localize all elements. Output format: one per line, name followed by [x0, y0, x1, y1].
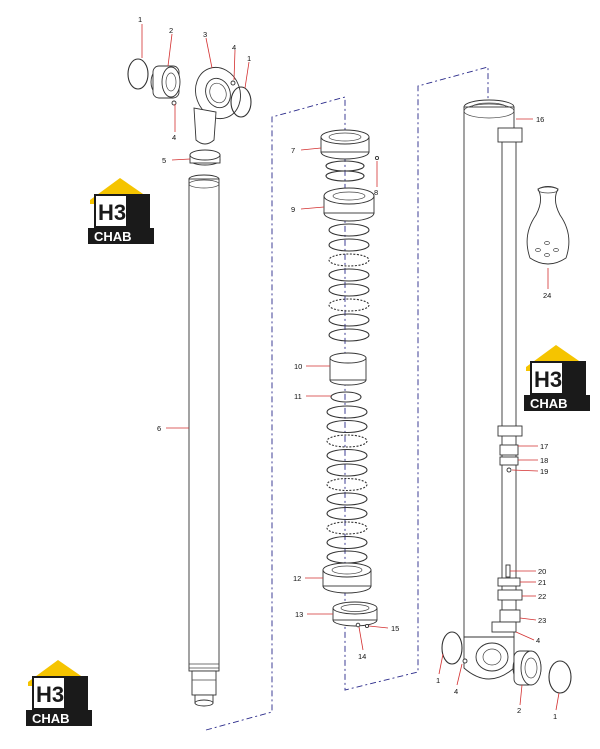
callout-2-top: 2 — [169, 26, 173, 35]
callout-9: 9 — [291, 205, 295, 214]
callout-21: 21 — [538, 578, 546, 587]
callout-22: 22 — [538, 592, 546, 601]
seal-ring — [326, 550, 368, 564]
callout-8: 8 — [374, 188, 378, 197]
seal-ring — [328, 313, 370, 327]
callout-14: 14 — [358, 652, 366, 661]
callout-5: 5 — [162, 156, 166, 165]
cylinder-barrel-assembly — [441, 99, 572, 694]
seal-ring — [328, 298, 370, 312]
brand-logo-bottom-left: H3 CHAB — [26, 660, 92, 726]
seal-ring — [328, 283, 370, 297]
callout-13: 13 — [295, 610, 303, 619]
callout-4-top: 4 — [232, 43, 236, 52]
callout-3: 3 — [203, 30, 207, 39]
callout-16: 16 — [536, 115, 544, 124]
callout-10: 10 — [294, 362, 302, 371]
callout-11: 11 — [294, 392, 302, 401]
seal-ring — [328, 328, 370, 342]
piston-rod-assembly — [127, 58, 252, 707]
seal-ring — [328, 223, 370, 237]
brand-logo-top-left: H3 CHAB — [88, 178, 154, 244]
seal-ring — [326, 448, 368, 463]
piston-seal-stack — [320, 129, 380, 629]
seal-ring — [326, 506, 368, 521]
seal-ring — [326, 535, 368, 550]
grease-bag — [526, 186, 570, 265]
callout-7: 7 — [291, 146, 295, 155]
callout-1-base-right: 1 — [553, 712, 557, 721]
callout-labels: 1 2 3 4 4 1 5 6 7 8 9 10 11 12 13 14 15 … — [138, 15, 557, 721]
callout-23: 23 — [538, 616, 546, 625]
callout-6: 6 — [157, 424, 161, 433]
assembly-dash-line-left — [205, 66, 489, 731]
seal-ring — [328, 238, 370, 252]
logo-mark: H3 — [36, 682, 64, 707]
seal-ring — [326, 463, 368, 477]
callout-4-base-right: 4 — [536, 636, 540, 645]
seal-ring — [326, 521, 368, 535]
logo-wordmark: CHAB — [32, 711, 70, 726]
callout-17: 17 — [540, 442, 548, 451]
callout-4-pin: 4 — [172, 133, 176, 142]
callout-15: 15 — [391, 624, 399, 633]
seal-ring — [326, 405, 368, 419]
logo-mark: H3 — [98, 200, 126, 225]
callout-1-base-left: 1 — [436, 676, 440, 685]
logo-wordmark: CHAB — [530, 396, 568, 411]
callout-12: 12 — [293, 574, 301, 583]
callout-2-base: 2 — [517, 706, 521, 715]
callout-19: 19 — [540, 467, 548, 476]
logo-wordmark: CHAB — [94, 229, 132, 244]
seal-ring — [326, 419, 368, 434]
callout-24: 24 — [543, 291, 551, 300]
seal-ring — [326, 477, 368, 492]
seal-ring — [326, 434, 368, 448]
seal-ring — [328, 253, 370, 267]
callout-leaders — [141, 24, 560, 711]
callout-18: 18 — [540, 456, 548, 465]
callout-4-base-left: 4 — [454, 687, 458, 696]
brand-logo-right: H3 CHAB — [524, 345, 590, 411]
seal-ring — [328, 268, 370, 282]
callout-1-top-right: 1 — [247, 54, 251, 63]
callout-1-top-left: 1 — [138, 15, 142, 24]
callout-20: 20 — [538, 567, 546, 576]
logo-mark: H3 — [534, 367, 562, 392]
seal-ring — [326, 492, 368, 506]
